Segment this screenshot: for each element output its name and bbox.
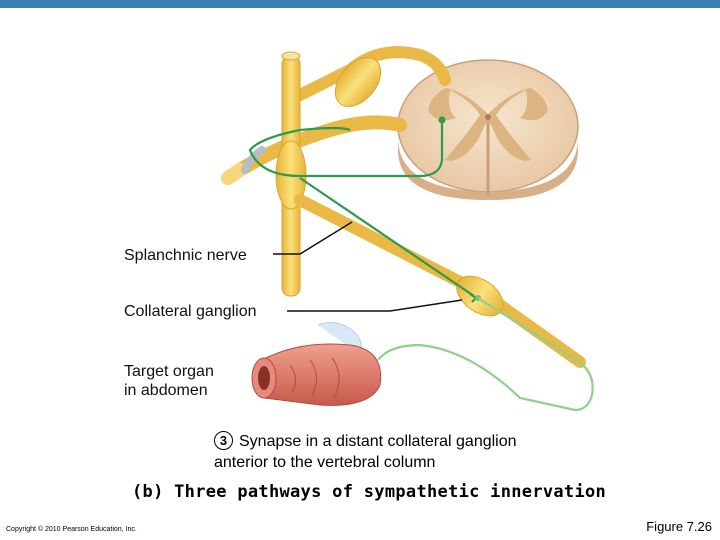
step-line1: Synapse in a distant collateral ganglion bbox=[239, 433, 517, 450]
dorsal-root bbox=[294, 46, 451, 107]
splanchnic-nerve-label: Splanchnic nerve bbox=[124, 247, 247, 264]
figure-caption: (b) Three pathways of sympathetic innerv… bbox=[132, 482, 607, 502]
target-organ-intestine bbox=[251, 321, 382, 406]
target-organ-line2: in abdomen bbox=[124, 382, 208, 399]
target-organ-line1: Target organ bbox=[124, 363, 214, 380]
step-description: 3 Synapse in a distant collateral ganglio… bbox=[214, 431, 517, 473]
splanchnic-nerve-leader bbox=[273, 221, 353, 255]
step-number-badge: 3 bbox=[214, 431, 233, 450]
top-accent-bar bbox=[0, 0, 720, 8]
spinal-nerve bbox=[221, 115, 407, 185]
collateral-ganglion-label: Collateral ganglion bbox=[124, 303, 257, 320]
copyright-notice: Copyright © 2010 Pearson Education, Inc. bbox=[6, 526, 137, 533]
target-organ-label: Target organ in abdomen bbox=[124, 362, 214, 400]
spinal-cord bbox=[397, 59, 579, 200]
preganglionic-neuron bbox=[248, 116, 478, 303]
collateral-ganglion-leader bbox=[287, 299, 463, 312]
leader-lines bbox=[273, 221, 463, 312]
figure-number: Figure 7.26 bbox=[646, 519, 712, 534]
step-line2: anterior to the vertebral column bbox=[214, 454, 436, 471]
postganglionic-neuron bbox=[377, 295, 594, 412]
